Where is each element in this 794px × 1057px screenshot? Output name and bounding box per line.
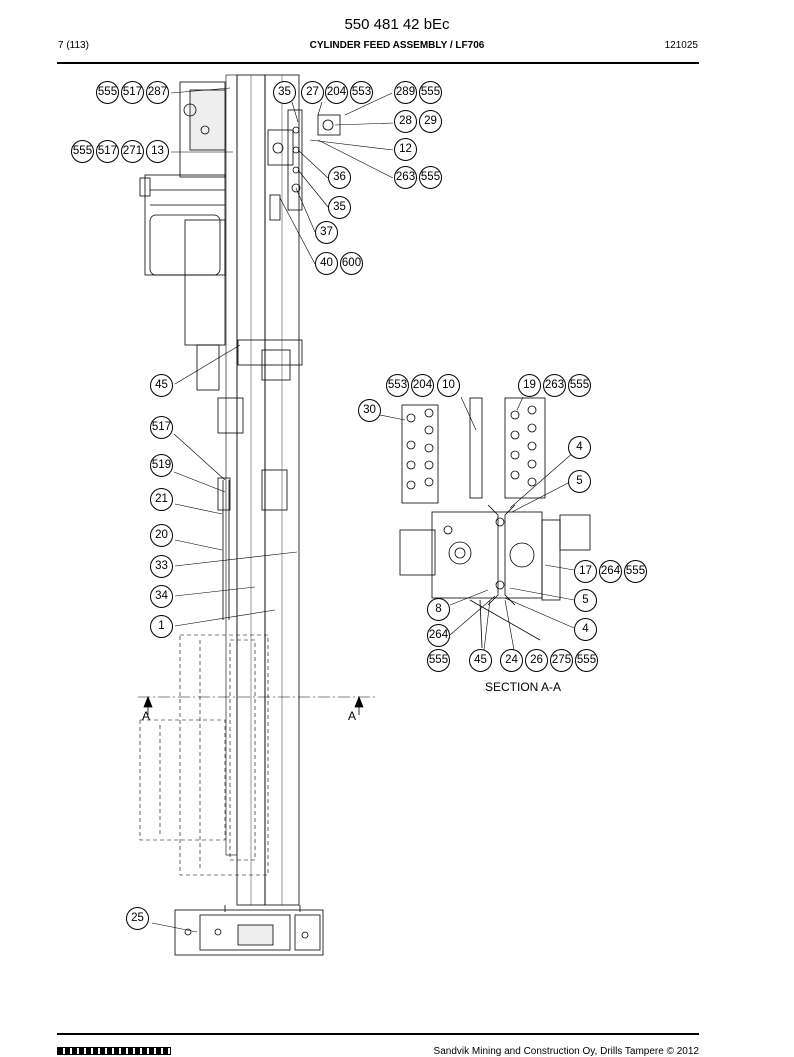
callout: 517 bbox=[96, 140, 119, 163]
cylinder-dashed-outline bbox=[139, 634, 269, 876]
callout: 555 bbox=[568, 374, 591, 397]
callout: 26 bbox=[525, 649, 548, 672]
callout: 13 bbox=[146, 140, 169, 163]
feed-fittings bbox=[217, 109, 341, 620]
callout: 553 bbox=[386, 374, 409, 397]
callout: 264 bbox=[599, 560, 622, 583]
callout: 40 bbox=[315, 252, 338, 275]
callout: 35 bbox=[273, 81, 296, 104]
callout: 33 bbox=[150, 555, 173, 578]
callout: 555 bbox=[96, 81, 119, 104]
callout: 28 bbox=[394, 110, 417, 133]
callout: 555 bbox=[427, 649, 450, 672]
callout: 517 bbox=[150, 416, 173, 439]
callout: 12 bbox=[394, 138, 417, 161]
callout: 5 bbox=[568, 470, 591, 493]
callout: 264 bbox=[427, 624, 450, 647]
base-cradle bbox=[174, 905, 324, 956]
sandvik-logo-icon bbox=[57, 1047, 171, 1055]
callout: 271 bbox=[121, 140, 144, 163]
callout: 24 bbox=[500, 649, 523, 672]
callout: 263 bbox=[394, 166, 417, 189]
callout: 5 bbox=[574, 589, 597, 612]
callout: 10 bbox=[437, 374, 460, 397]
callout: 17 bbox=[574, 560, 597, 583]
callout: 204 bbox=[325, 81, 348, 104]
section-marker-right: A bbox=[348, 709, 357, 723]
callout: 555 bbox=[419, 81, 442, 104]
callout: 4 bbox=[568, 436, 591, 459]
callout: 27 bbox=[301, 81, 324, 104]
callout: 29 bbox=[419, 110, 442, 133]
section-marker-left: A bbox=[142, 709, 151, 723]
rock-drill bbox=[139, 81, 294, 391]
header-rule bbox=[57, 62, 699, 64]
callout: 204 bbox=[411, 374, 434, 397]
callout: 1 bbox=[150, 615, 173, 638]
callout: 20 bbox=[150, 524, 173, 547]
document-number: 550 481 42 bEc bbox=[344, 16, 450, 33]
callout: 34 bbox=[150, 585, 173, 608]
feed-beam bbox=[225, 74, 300, 906]
callout: 600 bbox=[340, 252, 363, 275]
callout: 19 bbox=[518, 374, 541, 397]
callout: 287 bbox=[146, 81, 169, 104]
callout: 289 bbox=[394, 81, 417, 104]
leader-lines bbox=[151, 87, 575, 933]
callout: 35 bbox=[328, 196, 351, 219]
callout: 45 bbox=[469, 649, 492, 672]
callout: 37 bbox=[315, 221, 338, 244]
callout: 8 bbox=[427, 598, 450, 621]
section-label: SECTION A-A bbox=[485, 680, 562, 694]
callout: 30 bbox=[358, 399, 381, 422]
callout: 555 bbox=[419, 166, 442, 189]
callout: 21 bbox=[150, 488, 173, 511]
footer-rule bbox=[57, 1033, 699, 1035]
callout: 4 bbox=[574, 618, 597, 641]
callout: 45 bbox=[150, 374, 173, 397]
callout: 555 bbox=[575, 649, 598, 672]
callout: 517 bbox=[121, 81, 144, 104]
page-title: CYLINDER FEED ASSEMBLY / LF706 bbox=[309, 40, 485, 51]
callout: 519 bbox=[150, 454, 173, 477]
footer-copyright: Sandvik Mining and Construction Oy, Dril… bbox=[433, 1046, 699, 1057]
callout: 263 bbox=[543, 374, 566, 397]
date-code: 121025 bbox=[664, 40, 698, 51]
callout: 25 bbox=[126, 907, 149, 930]
callout: 555 bbox=[624, 560, 647, 583]
callout: 553 bbox=[350, 81, 373, 104]
page-number: 7 (113) bbox=[58, 40, 89, 51]
section-line bbox=[138, 695, 375, 715]
section-a-a-drawing bbox=[399, 397, 591, 649]
callout: 555 bbox=[71, 140, 94, 163]
callout: 36 bbox=[328, 166, 351, 189]
callout: 275 bbox=[550, 649, 573, 672]
